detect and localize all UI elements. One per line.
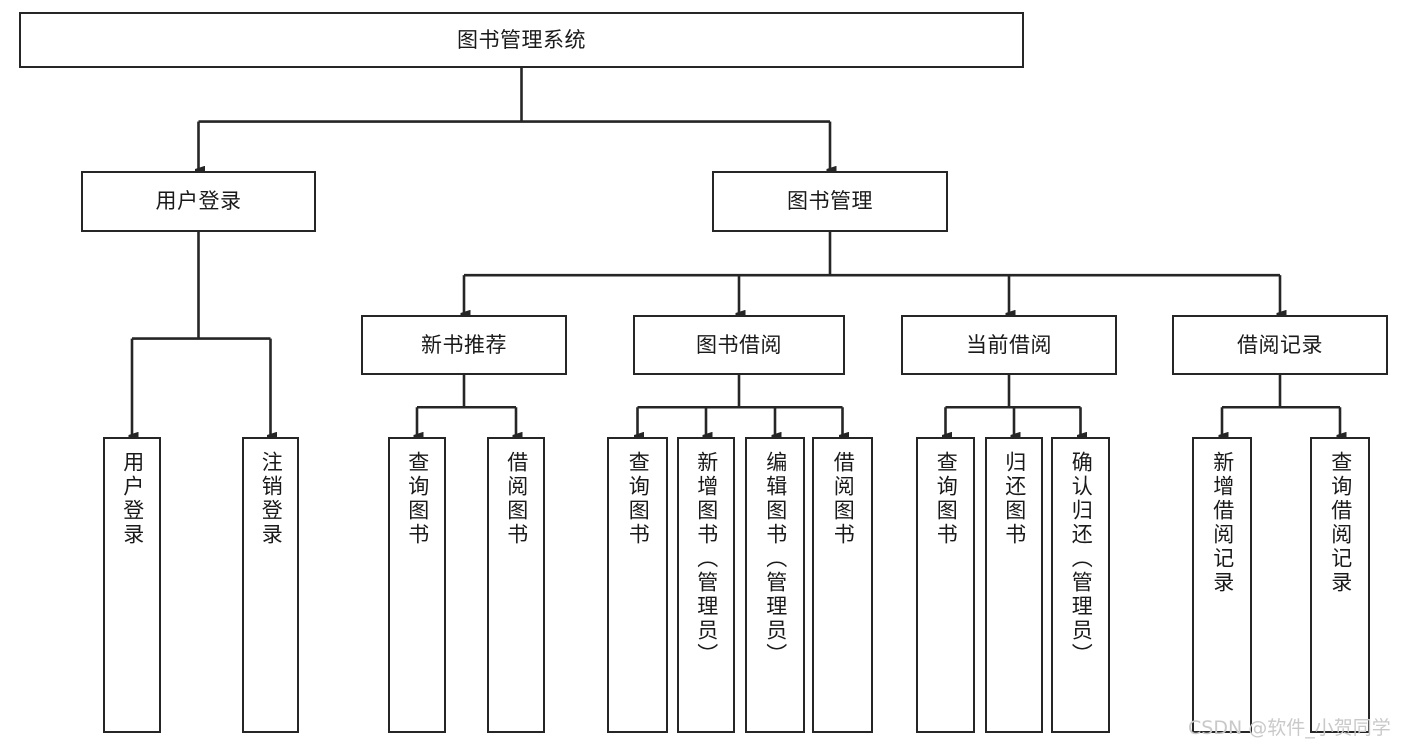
- node-current-borrow[interactable]: 当前借阅: [901, 315, 1117, 375]
- node-leaf-current-confirm-return[interactable]: 确认归还（管理员）: [1051, 437, 1110, 733]
- node-leaf-new-query-book[interactable]: 查询图书: [388, 437, 446, 733]
- node-label: 查询图书: [626, 451, 651, 547]
- node-leaf-record-add[interactable]: 新增借阅记录: [1192, 437, 1252, 733]
- node-leaf-borrow-add-book[interactable]: 新增图书（管理员）: [677, 437, 735, 733]
- node-label: 新书推荐: [421, 332, 507, 357]
- node-label: 借阅图书: [504, 451, 529, 547]
- node-label: 查询图书: [405, 451, 430, 547]
- node-root[interactable]: 图书管理系统: [19, 12, 1024, 68]
- node-leaf-new-borrow-book[interactable]: 借阅图书: [487, 437, 545, 733]
- node-borrow-record[interactable]: 借阅记录: [1172, 315, 1388, 375]
- node-label: 借阅记录: [1237, 332, 1323, 357]
- node-label: 当前借阅: [966, 332, 1052, 357]
- node-leaf-record-query[interactable]: 查询借阅记录: [1310, 437, 1370, 733]
- node-user-login-module[interactable]: 用户登录: [81, 171, 316, 232]
- node-label: 查询借阅记录: [1328, 451, 1353, 595]
- node-leaf-borrow-lend-book[interactable]: 借阅图书: [812, 437, 873, 733]
- node-label: 新增借阅记录: [1210, 451, 1235, 595]
- node-leaf-current-return-book[interactable]: 归还图书: [985, 437, 1043, 733]
- node-new-book-recommend[interactable]: 新书推荐: [361, 315, 567, 375]
- node-label: 用户登录: [120, 451, 145, 547]
- node-label: 用户登录: [155, 189, 242, 214]
- node-leaf-user-logout[interactable]: 注销登录: [242, 437, 299, 733]
- node-leaf-borrow-edit-book[interactable]: 编辑图书（管理员）: [745, 437, 805, 733]
- csdn-watermark: CSDN @软件_小贺同学: [1188, 717, 1391, 739]
- node-leaf-current-query-book[interactable]: 查询图书: [916, 437, 975, 733]
- node-label: 借阅图书: [831, 451, 856, 547]
- node-leaf-user-login[interactable]: 用户登录: [103, 437, 161, 733]
- node-label: 图书管理系统: [457, 27, 586, 52]
- node-label: 编辑图书（管理员）: [763, 451, 788, 667]
- node-label: 确认归还（管理员）: [1069, 451, 1094, 667]
- node-book-borrow[interactable]: 图书借阅: [633, 315, 845, 375]
- node-label: 新增图书（管理员）: [694, 451, 719, 667]
- node-leaf-borrow-query-book[interactable]: 查询图书: [607, 437, 668, 733]
- node-label: 查询图书: [934, 451, 959, 547]
- node-book-management-module[interactable]: 图书管理: [712, 171, 948, 232]
- node-label: 图书管理: [787, 189, 873, 214]
- node-label: 归还图书: [1002, 451, 1027, 547]
- node-label: 图书借阅: [696, 332, 782, 357]
- node-label: 注销登录: [259, 451, 284, 547]
